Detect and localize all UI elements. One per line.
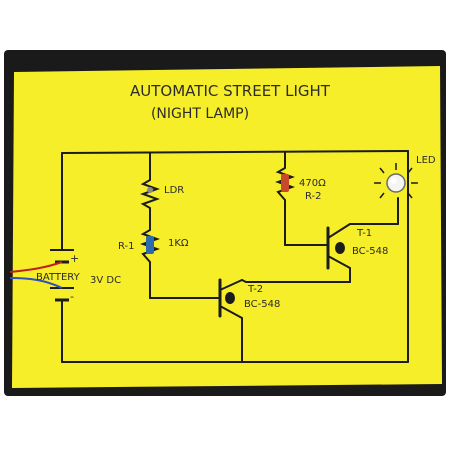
title-line-2: (NIGHT LAMP) — [151, 106, 249, 122]
ldr-label: LDR — [164, 185, 184, 196]
led-label: LED — [416, 155, 436, 166]
r2-resistor — [275, 167, 295, 201]
ldr-resistor — [140, 179, 160, 209]
t2-name: T-2 — [247, 284, 263, 295]
led-icon — [374, 163, 418, 199]
battery-voltage: 3V DC — [90, 275, 121, 286]
battery-wire-blue — [9, 277, 63, 289]
battery-wire-red — [9, 261, 63, 273]
r2-name: R-2 — [305, 191, 322, 202]
t1-name: T-1 — [356, 228, 372, 239]
ldr-component — [147, 187, 153, 193]
r2-component — [281, 174, 289, 192]
battery-label: BATTERY — [36, 272, 81, 283]
title-line-1: AUTOMATIC STREET LIGHT — [130, 82, 331, 100]
r2-value: 470Ω — [299, 178, 326, 189]
yellow-paper — [12, 66, 442, 388]
t2-component — [225, 292, 235, 304]
battery-plus: + — [70, 252, 79, 265]
t1-component — [335, 242, 345, 254]
r1-name: R-1 — [118, 241, 135, 252]
r1-value: 1KΩ — [168, 238, 189, 249]
t1-model: BC-548 — [352, 246, 388, 257]
r1-resistor — [140, 229, 160, 263]
r1-component — [146, 236, 154, 254]
t2-model: BC-548 — [244, 299, 280, 310]
battery-minus: - — [70, 290, 74, 303]
wires — [61, 150, 409, 363]
